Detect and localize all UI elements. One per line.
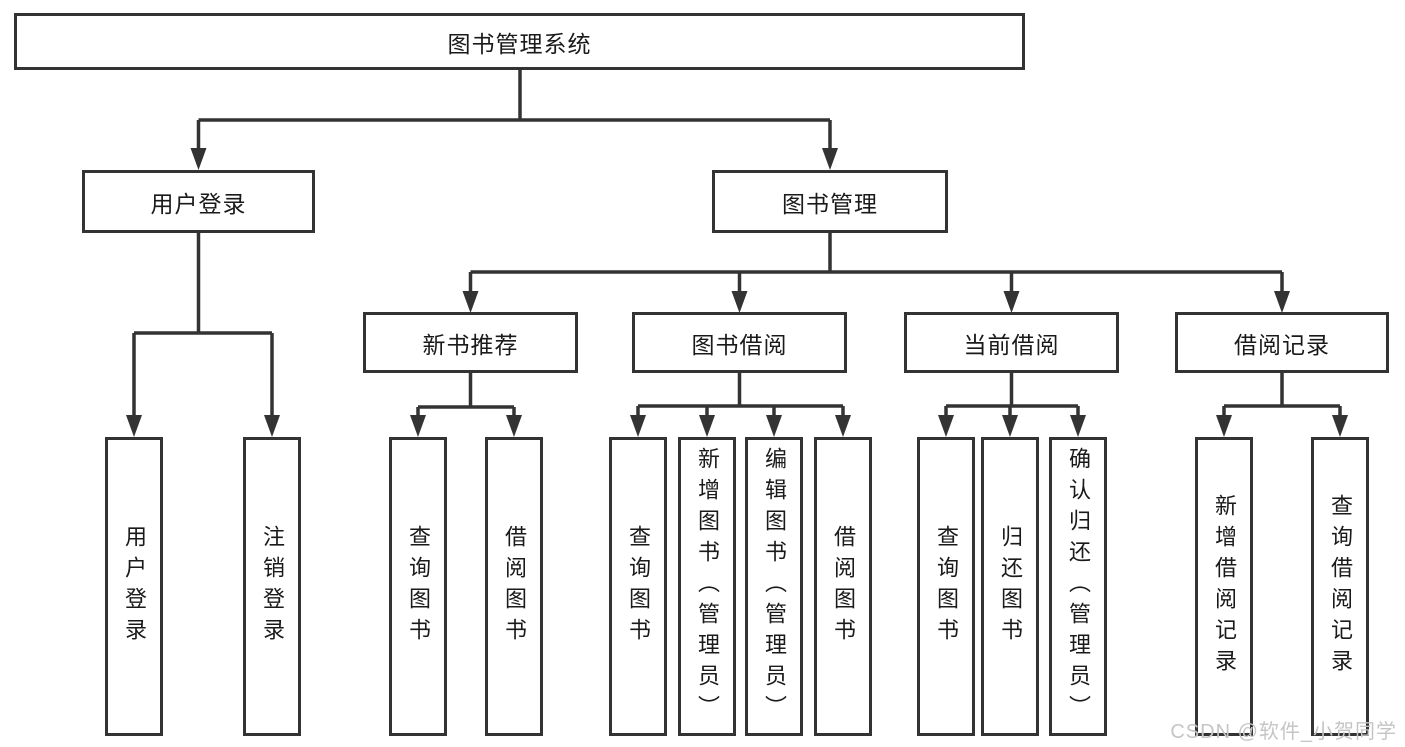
arrowheads-book-borrow-branch xyxy=(630,415,851,437)
leaf-user-login: 用户登录 xyxy=(105,437,163,736)
leaf-label: 查询图书 xyxy=(626,524,651,649)
node-label: 图书管理系统 xyxy=(447,30,592,57)
leaf-edit-books-admin: 编辑图书（管理员） xyxy=(745,437,803,736)
arrowheads-user-login-branch xyxy=(126,415,280,437)
leaf-query-books-borrow: 查询图书 xyxy=(609,437,667,736)
leaf-borrow-books: 借阅图书 xyxy=(814,437,872,736)
node-user-login-branch: 用户登录 xyxy=(82,170,315,233)
leaf-add-books-admin: 新增图书（管理员） xyxy=(678,437,736,736)
leaf-add-borrow-record: 新增借阅记录 xyxy=(1195,437,1253,736)
node-label: 当前借阅 xyxy=(963,331,1060,358)
node-label: 借阅记录 xyxy=(1234,331,1330,358)
arrowheads-book-management-branch xyxy=(462,291,1290,313)
leaf-label: 查询图书 xyxy=(406,524,431,649)
node-label: 用户登录 xyxy=(150,190,247,217)
leaf-confirm-return-admin: 确认归还（管理员） xyxy=(1049,437,1107,736)
connector-user-login-branch xyxy=(132,233,274,418)
node-borrow-record: 借阅记录 xyxy=(1175,312,1389,373)
connector-borrow-record-branch xyxy=(1222,373,1342,418)
leaf-query-books-recommend: 查询图书 xyxy=(389,437,447,736)
node-new-book-recommend: 新书推荐 xyxy=(363,312,578,373)
leaf-label: 注销登录 xyxy=(260,524,285,649)
node-book-management-branch: 图书管理 xyxy=(712,170,948,233)
leaf-borrow-books-recommend: 借阅图书 xyxy=(485,437,543,736)
leaf-label: 编辑图书（管理员） xyxy=(762,447,787,726)
connector-book-management-branch xyxy=(468,233,1284,294)
node-system-root: 图书管理系统 xyxy=(14,13,1025,70)
leaf-query-borrow-record: 查询借阅记录 xyxy=(1311,437,1369,736)
csdn-watermark: CSDN @软件_小贺同学 xyxy=(1170,721,1397,743)
leaf-label: 查询图书 xyxy=(934,524,959,649)
leaf-label: 借阅图书 xyxy=(502,524,527,649)
node-label: 图书借阅 xyxy=(691,331,788,358)
leaf-label: 借阅图书 xyxy=(831,524,856,649)
leaf-query-books-current: 查询图书 xyxy=(917,437,975,736)
node-current-borrow: 当前借阅 xyxy=(904,312,1119,373)
leaf-label: 确认归还（管理员） xyxy=(1066,447,1091,726)
leaf-label: 归还图书 xyxy=(998,524,1023,649)
arrowheads-new-book-branch xyxy=(410,415,522,437)
node-label: 新书推荐 xyxy=(422,331,519,358)
arrowheads-borrow-record-branch xyxy=(1216,415,1348,437)
leaf-logout: 注销登录 xyxy=(243,437,301,736)
node-label: 图书管理 xyxy=(782,190,878,217)
node-book-borrow: 图书借阅 xyxy=(632,312,847,373)
leaf-label: 新增借阅记录 xyxy=(1212,493,1237,680)
connector-root-branch xyxy=(196,70,832,150)
leaf-label: 查询借阅记录 xyxy=(1328,493,1353,680)
arrowheads-current-borrow-branch xyxy=(938,415,1086,437)
arrowheads-root-branch xyxy=(190,148,838,170)
leaf-return-books: 归还图书 xyxy=(981,437,1039,736)
connector-current-borrow-branch xyxy=(944,373,1080,418)
leaf-label: 用户登录 xyxy=(122,524,147,649)
connector-new-book-branch xyxy=(416,373,516,418)
connector-book-borrow-branch xyxy=(636,373,845,418)
leaf-label: 新增图书（管理员） xyxy=(695,447,720,726)
